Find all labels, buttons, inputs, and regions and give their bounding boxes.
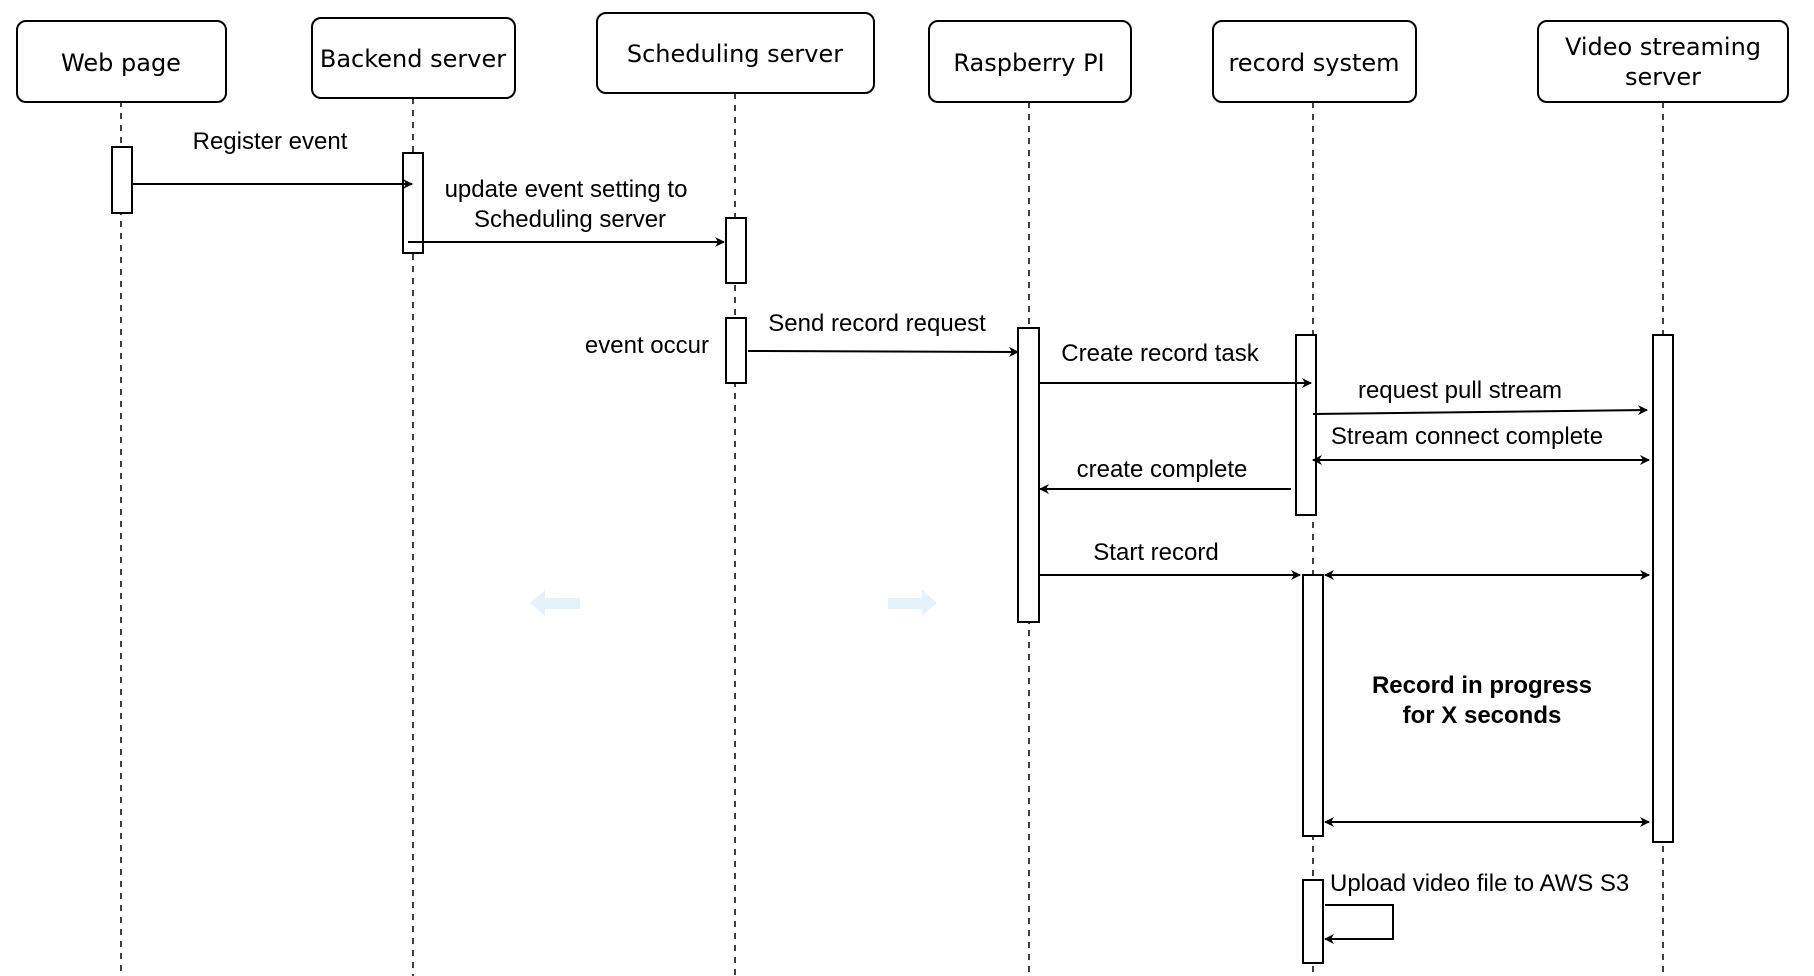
message-arrow bbox=[747, 346, 1019, 357]
note-record-in-progress: Record in progress for X seconds bbox=[1372, 672, 1592, 729]
message-label: Stream connect complete bbox=[1331, 423, 1603, 450]
participant-label: Web page bbox=[61, 49, 181, 77]
message-label: Start record bbox=[1093, 539, 1218, 566]
participant-record: record system bbox=[1212, 20, 1417, 103]
arrow-right-icon bbox=[888, 590, 937, 616]
message-label: Create record task bbox=[1061, 340, 1259, 367]
message-register-event: Register event bbox=[132, 128, 413, 189]
activation-record-3 bbox=[1302, 879, 1324, 964]
message-create-record-task: Create record task bbox=[1040, 340, 1312, 388]
activation-scheduling-2 bbox=[725, 317, 747, 384]
message-request-pull-stream: request pull stream bbox=[1312, 377, 1648, 416]
participant-backend: Backend server bbox=[311, 17, 516, 99]
message-label: create complete bbox=[1077, 456, 1248, 483]
participant-label: Backend server bbox=[320, 45, 506, 73]
event-occur-label: event occur bbox=[585, 332, 709, 359]
message-send-record-request: Send record request bbox=[747, 310, 1019, 357]
message-label: Send record request bbox=[768, 310, 986, 337]
activation-record-2 bbox=[1302, 574, 1324, 837]
message-start-record: Start record bbox=[1040, 539, 1301, 580]
participant-scheduling: Scheduling server bbox=[596, 12, 875, 94]
message-label: Upload video file to AWS S3 bbox=[1330, 870, 1629, 897]
participant-box bbox=[928, 20, 1132, 103]
participant-label: Scheduling server bbox=[627, 40, 843, 68]
participant-label-line-2: server bbox=[1625, 63, 1701, 91]
participant-box bbox=[1537, 20, 1789, 103]
participant-label-line-1: Video streaming bbox=[1565, 33, 1761, 61]
message-arrow bbox=[1312, 405, 1648, 416]
lifelines bbox=[120, 93, 1664, 976]
activation-record-1 bbox=[1295, 334, 1317, 516]
message-stream-connect-complete: Stream connect complete bbox=[1312, 423, 1650, 465]
activation-raspberry bbox=[1017, 327, 1040, 623]
activation-scheduling-1 bbox=[725, 217, 747, 284]
participant-box bbox=[311, 17, 516, 99]
message-upload-video-self: Upload video file to AWS S3 bbox=[1324, 870, 1629, 944]
participant-label: record system bbox=[1228, 49, 1399, 77]
participant-box bbox=[1212, 20, 1417, 103]
activation-web bbox=[111, 146, 133, 214]
participant-label: Raspberry PI bbox=[953, 49, 1104, 77]
activation-backend bbox=[402, 152, 424, 254]
message-update-event-setting: update event setting to Scheduling serve… bbox=[408, 176, 725, 247]
message-label: request pull stream bbox=[1358, 377, 1562, 404]
message-create-complete: create complete bbox=[1039, 456, 1291, 494]
message-label-line-2: Scheduling server bbox=[474, 206, 666, 233]
participant-raspberry: Raspberry PI bbox=[928, 20, 1132, 103]
note-line-2: for X seconds bbox=[1403, 702, 1562, 729]
message-arrow bbox=[1324, 904, 1394, 944]
participant-box bbox=[596, 12, 875, 94]
participant-video: Video streaming server bbox=[1537, 20, 1789, 103]
message-label: Register event bbox=[193, 128, 348, 155]
message-label-line-1: update event setting to bbox=[445, 176, 688, 203]
activation-video bbox=[1652, 334, 1674, 843]
note-line-1: Record in progress bbox=[1372, 672, 1592, 699]
activations bbox=[111, 146, 1674, 964]
participant-web: Web page bbox=[16, 20, 227, 103]
participant-box bbox=[16, 20, 227, 103]
arrow-left-icon bbox=[530, 590, 580, 616]
